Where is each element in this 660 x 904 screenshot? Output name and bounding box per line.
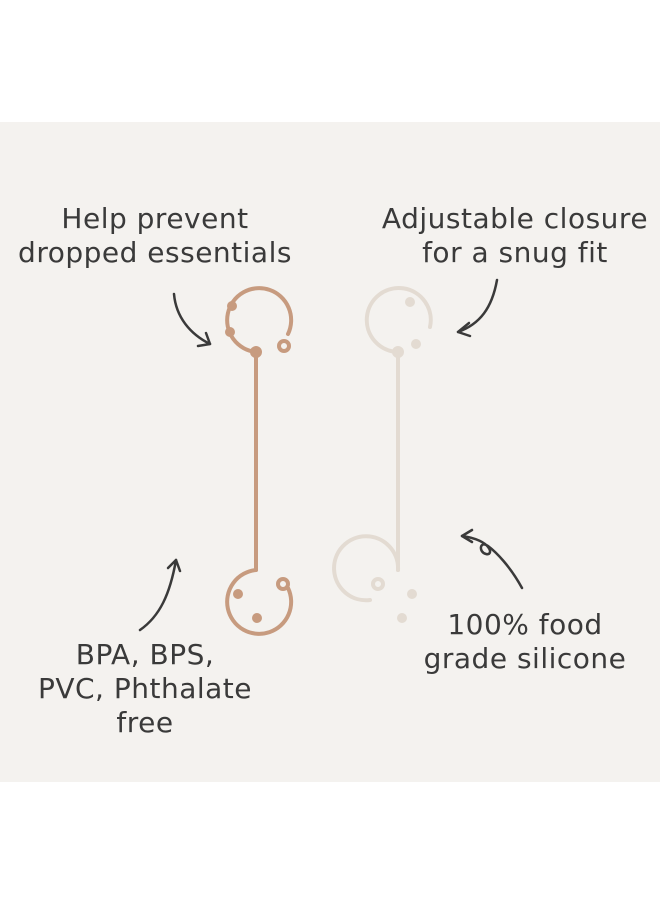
strap-left <box>225 286 294 636</box>
caption-line: Help prevent <box>61 202 249 235</box>
caption-line: 100% food <box>447 608 603 641</box>
caption-adjustable-closure: Adjustable closure for a snug fit <box>370 202 660 270</box>
product-panel: Help prevent dropped essentials Adjustab… <box>0 122 660 782</box>
caption-line: free <box>116 706 174 739</box>
strap-left-top-ring <box>225 286 294 354</box>
strap-right-bottom-ring <box>332 534 401 603</box>
caption-line: dropped essentials <box>18 236 292 269</box>
caption-bpa-free: BPA, BPS, PVC, Phthalate free <box>30 638 260 740</box>
product-illustration <box>138 278 524 636</box>
strap-left-bottom-ring <box>225 568 294 636</box>
curved-arrow-icon <box>138 558 182 632</box>
curved-arrow-icon <box>172 292 212 348</box>
caption-line: grade silicone <box>423 642 627 675</box>
caption-food-grade: 100% food grade silicone <box>400 608 650 676</box>
caption-line: PVC, Phthalate <box>37 672 253 705</box>
caption-line: BPA, BPS, <box>75 638 215 671</box>
caption-prevent-dropped: Help prevent dropped essentials <box>10 202 300 270</box>
curved-arrow-icon <box>456 278 499 338</box>
caption-line: for a snug fit <box>422 236 608 269</box>
curved-arrow-icon <box>460 528 524 590</box>
strap-right-top-ring <box>364 286 433 354</box>
caption-line: Adjustable closure <box>381 202 649 235</box>
strap-right <box>332 286 433 623</box>
